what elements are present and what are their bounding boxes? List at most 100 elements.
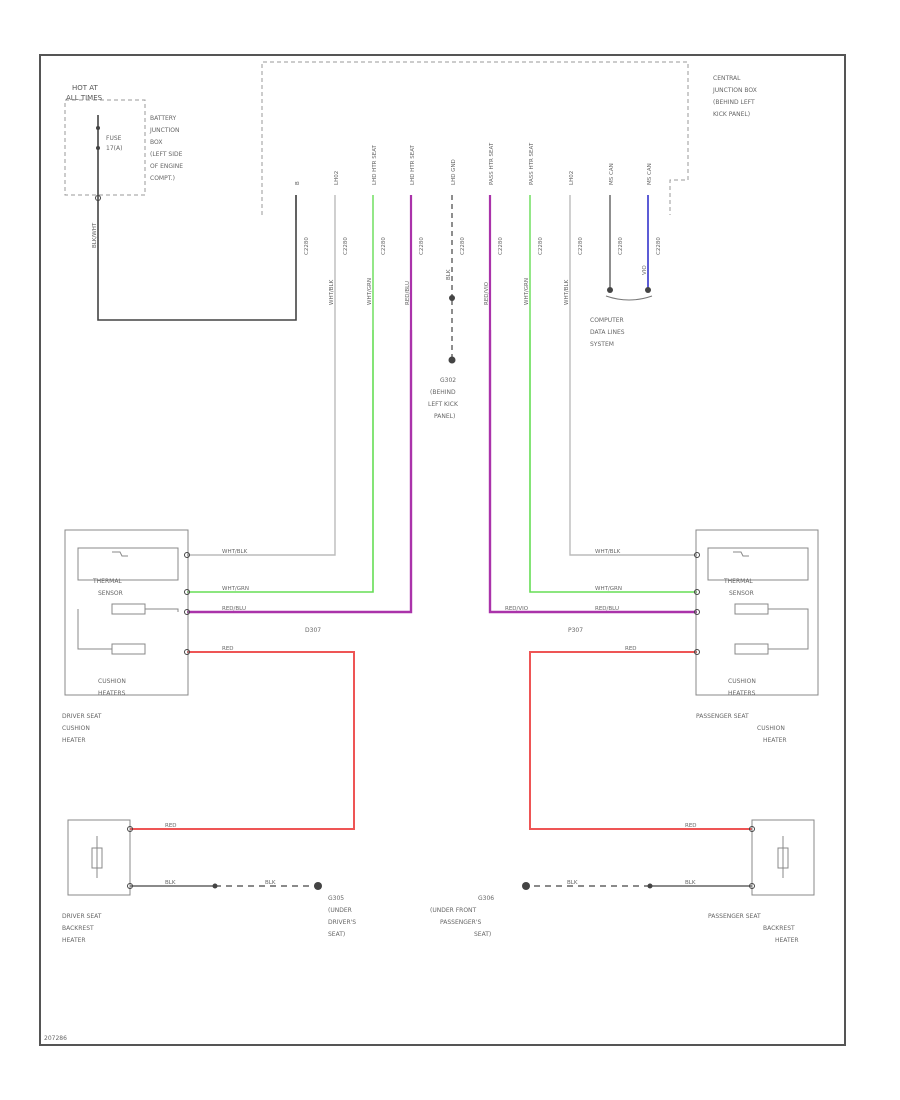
- cjb-connector-label: C2280: [304, 237, 310, 255]
- diagram-frame: [39, 54, 846, 1046]
- wire-label-wht-grn-v2: WHT/GRN: [524, 278, 530, 305]
- bjb-label-6: COMPT.): [150, 175, 175, 182]
- cushion-label-left-1: CUSHION: [98, 678, 126, 685]
- g302-label-1: G302: [440, 377, 456, 384]
- right-harness: [488, 330, 752, 890]
- wire-label-red-blu-right: RED/BLU: [595, 606, 619, 612]
- cjb-pin-label: PASS HTR SEAT: [489, 142, 495, 185]
- psb-label-3: HEATER: [775, 937, 799, 944]
- g305-label-4: SEAT): [328, 931, 345, 938]
- psc-label-1: PASSENGER SEAT: [696, 713, 749, 720]
- cushion-label-right-1: CUSHION: [728, 678, 756, 685]
- psb-label-2: BACKREST: [763, 925, 795, 932]
- cjb-connector-label: C2280: [419, 237, 425, 255]
- battery-feed-wire: [97, 115, 297, 321]
- g305-label-1: G305: [328, 895, 344, 902]
- g302-label-4: PANEL): [434, 413, 455, 420]
- bjb-label-1: BATTERY: [150, 115, 177, 122]
- psb-label-1: PASSENGER SEAT: [708, 913, 761, 920]
- dsb-label-3: HEATER: [62, 937, 86, 944]
- cjb-label-1: CENTRAL: [713, 75, 741, 82]
- wire-label-blk-v1: BLK: [446, 269, 452, 280]
- wire-label-blk-right-1: BLK: [685, 880, 696, 886]
- cjb-connector-label: C2280: [618, 237, 624, 255]
- cdl-label-3: SYSTEM: [590, 341, 614, 348]
- wire-label-red-left-top: RED: [222, 646, 234, 652]
- all-times-label: ALL TIMES: [66, 94, 103, 102]
- wire-label-wht-blk-v1: WHT/BLK: [329, 279, 335, 305]
- hot-at-label: HOT AT: [72, 84, 99, 92]
- conn-label-right: P307: [568, 627, 583, 634]
- cjb-pin-label: MS CAN: [609, 163, 615, 185]
- dsb-label-1: DRIVER SEAT: [62, 913, 102, 920]
- wire-label-wht-blk-right: WHT/BLK: [595, 549, 621, 555]
- cjb-connector-label: C2280: [498, 237, 504, 255]
- wire-label-red-blu-v1: RED/BLU: [405, 281, 411, 305]
- g302-label-3: LEFT KICK: [428, 401, 459, 408]
- dsc-label-3: HEATER: [62, 737, 86, 744]
- cjb-connector-label: C2280: [656, 237, 662, 255]
- g306-label-4: SEAT): [474, 931, 491, 938]
- figure-id: 207286: [44, 1035, 67, 1042]
- cdl-label-1: COMPUTER: [590, 317, 624, 324]
- bjb-label-2: JUNCTION: [149, 127, 179, 134]
- fuse-rating-label: 17(A): [106, 145, 122, 152]
- wire-label-wht-grn-left: WHT/GRN: [222, 586, 249, 592]
- passenger-seat-backrest-heater: [749, 819, 815, 896]
- g305-label-2: (UNDER: [328, 907, 352, 914]
- bjb-label-3: BOX: [150, 139, 162, 146]
- wire-label-red-blu-left: RED/BLU: [222, 606, 246, 612]
- cjb-connector-label: C2280: [578, 237, 584, 255]
- wire-label-red-left-bottom: RED: [165, 823, 177, 829]
- thermal-label-left-2: SENSOR: [98, 590, 123, 597]
- dsc-label-2: CUSHION: [62, 725, 90, 732]
- cjb-pin-label: MS CAN: [647, 163, 653, 185]
- thermal-label-right-1: THERMAL: [723, 578, 753, 585]
- g306-label-2: (UNDER FRONT: [430, 907, 477, 914]
- cjb-connector-label: C2280: [381, 237, 387, 255]
- fuse-terminal-top: [96, 126, 100, 130]
- cjb-pin-label: PASS HTR SEAT: [529, 142, 535, 185]
- fuse-terminal-bottom: [96, 146, 100, 150]
- cjb-pin-label: LH02: [334, 171, 340, 185]
- cushion-label-right-2: HEATERS: [728, 690, 756, 697]
- wire-label-blk-wht-feed: BLK/WHT: [92, 222, 98, 248]
- g305-label-3: DRIVER'S: [328, 919, 356, 926]
- cjb-label-4: KICK PANEL): [713, 111, 750, 118]
- cjb-pin-label: LHD HTR SEAT: [410, 144, 416, 185]
- bjb-label-5: OF ENGINE: [150, 163, 183, 170]
- central-junction-box: [261, 61, 689, 215]
- wire-label-vio-v1: VIO: [642, 265, 648, 275]
- bjb-terminal: [95, 195, 101, 201]
- g306-label-3: PASSENGER'S: [440, 919, 481, 926]
- cjb-label-3: (BEHIND LEFT: [713, 99, 755, 106]
- driver-seat-backrest-heater: [67, 819, 133, 896]
- driver-seat-cushion-heater: [64, 529, 190, 696]
- wire-label-red-vio-right: RED/VIO: [505, 606, 529, 612]
- wire-label-red-vio-v1: RED/VIO: [484, 281, 490, 305]
- fuse-label: FUSE: [106, 135, 122, 142]
- dsb-label-2: BACKREST: [62, 925, 94, 932]
- wire-label-blk-left-1: BLK: [165, 880, 176, 886]
- g302-label-2: (BEHIND: [430, 389, 456, 396]
- wire-label-blk-left-2: BLK: [265, 880, 276, 886]
- wire-label-red-right-top: RED: [625, 646, 637, 652]
- thermal-label-left-1: THERMAL: [92, 578, 122, 585]
- cjb-pins: [295, 195, 653, 364]
- cjb-pin-label: LH02: [569, 171, 575, 185]
- battery-junction-box: [64, 99, 146, 196]
- left-harness: [130, 330, 413, 890]
- wire-label-wht-blk-left: WHT/BLK: [222, 549, 248, 555]
- cushion-label-left-2: HEATERS: [98, 690, 126, 697]
- cjb-pin-label: LHD HTR SEAT: [372, 144, 378, 185]
- cjb-connector-label: C2280: [343, 237, 349, 255]
- conn-label-left: D307: [305, 627, 321, 634]
- cjb-connector-label: C2280: [460, 237, 466, 255]
- wire-label-red-right-bottom: RED: [685, 823, 697, 829]
- psc-label-3: HEATER: [763, 737, 787, 744]
- g306-label-1: G306: [478, 895, 494, 902]
- cjb-pin-label: B: [295, 181, 301, 185]
- wire-label-wht-blk-v2: WHT/BLK: [564, 279, 570, 305]
